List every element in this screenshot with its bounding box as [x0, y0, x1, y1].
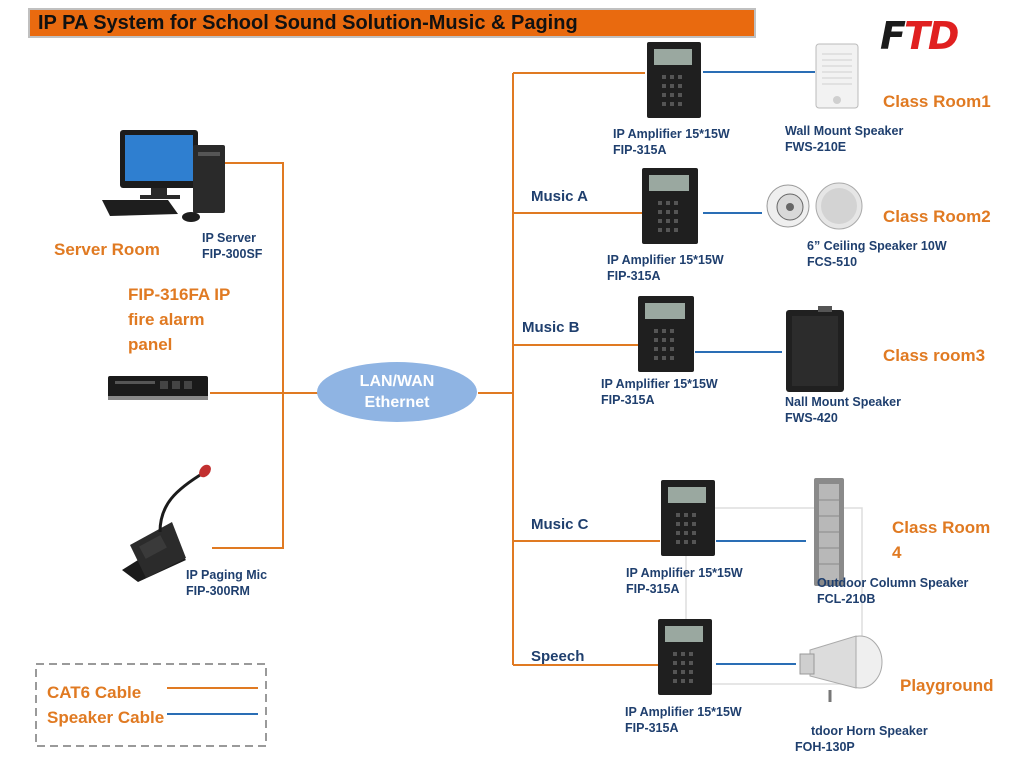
channel-speech: Speech — [531, 648, 585, 665]
speaker-label-3: Nall Mount Speaker FWS-420 — [785, 395, 901, 425]
amplifier-icon-1 — [647, 42, 701, 118]
ip-server-label: IP Server FIP-300SF — [202, 231, 263, 261]
amplifier-label-3: IP Amplifier 15*15W FIP-315A — [601, 377, 718, 407]
channel-music-b: Music B — [522, 319, 580, 336]
speaker-label-5: tdoor Horn Speaker FOH-130P — [795, 724, 928, 754]
speaker-label-1: Wall Mount Speaker FWS-210E — [785, 124, 904, 154]
room-label-4: Class Room 4 — [892, 518, 991, 562]
room-label-2: Class Room2 — [883, 207, 991, 226]
column-speaker-icon — [814, 478, 844, 586]
page-title: IP PA System for School Sound Solution-M… — [38, 12, 578, 34]
channel-music-c: Music C — [531, 516, 589, 533]
cat6-right-wiring — [478, 72, 660, 666]
paging-mic-icon — [122, 464, 211, 582]
paging-mic-label: IP Paging Mic FIP-300RM — [186, 568, 268, 598]
ftd-logo: FTD — [880, 14, 959, 58]
amplifier-icon-4 — [661, 480, 715, 556]
room-label-1: Class Room1 — [883, 92, 991, 111]
channel-music-a: Music A — [531, 188, 588, 205]
room-label-3: Class room3 — [883, 346, 986, 365]
server-room-label: Server Room — [54, 240, 160, 259]
title-bar: IP PA System for School Sound Solution-M… — [28, 8, 756, 38]
wall-speaker-black-icon — [786, 306, 844, 392]
speaker-label-2: 6” Ceiling Speaker 10W FCS-510 — [807, 239, 947, 269]
zone-frame — [685, 507, 863, 685]
amplifier-label-1: IP Amplifier 15*15W FIP-315A — [613, 127, 730, 157]
legend-box — [35, 663, 267, 747]
legend-cat6-label: CAT6 Cable — [47, 683, 142, 702]
network-cloud — [317, 362, 477, 422]
wall-speaker-white-icon — [815, 43, 859, 109]
cat6-left-wiring — [210, 162, 318, 549]
fire-alarm-panel-icon — [108, 376, 208, 400]
amplifier-label-2: IP Amplifier 15*15W FIP-315A — [607, 253, 724, 283]
speaker-wiring — [695, 71, 815, 665]
legend-speaker-label: Speaker Cable — [47, 708, 165, 727]
amplifier-icon-2 — [642, 168, 698, 244]
ip-server-icon — [102, 130, 225, 222]
ceiling-speaker-icon — [766, 182, 863, 230]
amplifier-label-5: IP Amplifier 15*15W FIP-315A — [625, 705, 742, 735]
amplifier-icon-3 — [638, 296, 694, 372]
speaker-label-4: Outdoor Column Speaker FCL-210B — [817, 576, 969, 606]
horn-speaker-icon — [799, 635, 883, 702]
fire-alarm-label: FIP-316FA IP fire alarm panel — [128, 285, 231, 354]
amplifier-icon-5 — [658, 619, 712, 695]
network-label: LAN/WAN Ethernet — [359, 373, 435, 411]
amplifier-label-4: IP Amplifier 15*15W FIP-315A — [626, 566, 743, 596]
room-label-5: Playground — [900, 676, 994, 695]
